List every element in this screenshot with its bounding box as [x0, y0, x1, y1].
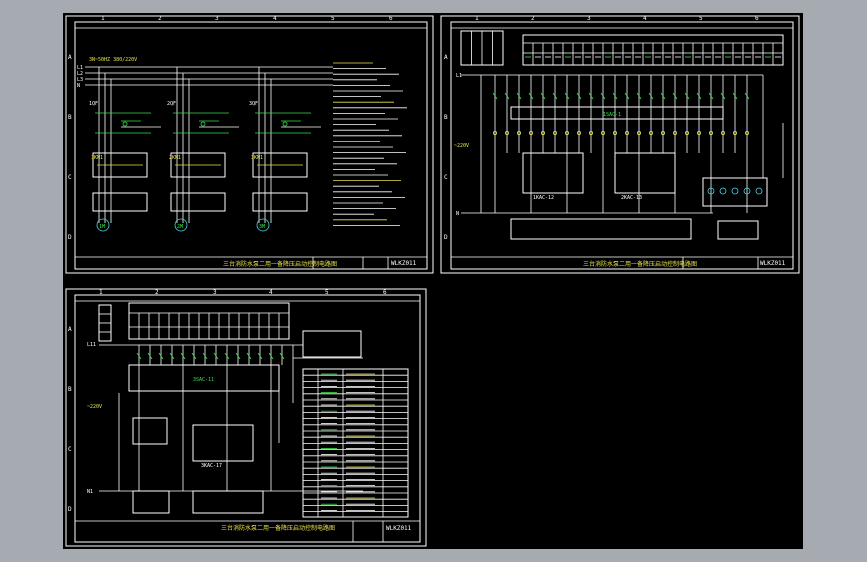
svg-text:6: 6 — [389, 15, 393, 22]
sheet-1-column-numbers: 1 2 3 4 5 6 — [101, 15, 393, 22]
sheet-2-header-table — [460, 30, 784, 66]
svg-text:3: 3 — [215, 15, 219, 22]
sheet-3-left-labels: L11 ~220V N1 — [87, 342, 102, 495]
sheet-3-title: 三台消防水泵二用一备降压启动控制电路图 — [221, 524, 335, 532]
sheet-2-title: 三台消防水泵二用一备降压启动控制电路图 — [583, 260, 697, 268]
sheet-1-title-block: 三台消防水泵二用一备降压启动控制电路图 WLKZ011 — [75, 256, 427, 269]
sheet-2-module-label-2: 2KAC-13 — [621, 195, 642, 201]
cad-viewport[interactable]: 1 2 3 4 5 6 A B C D 3N~50HZ 380/220V L1 … — [63, 13, 803, 549]
sheet-2: 1 2 3 4 5 6 A B C D L1 ~220V N 1SAC-1 1K… — [440, 15, 800, 274]
phase-labels: L1 L2 L3 N — [77, 65, 83, 89]
sheet-2-left-labels: L1 ~220V N — [454, 73, 469, 217]
svg-text:L1: L1 — [77, 65, 83, 71]
svg-text:3: 3 — [213, 289, 217, 296]
sheet-3-module-label: 3KAC-17 — [201, 463, 222, 469]
svg-text:A: A — [68, 54, 72, 61]
motor-label: 1M — [99, 224, 105, 230]
sheet-3-code: WLKZ011 — [386, 525, 412, 532]
sheet-2-bus-label: 1SAC-1 — [603, 112, 621, 118]
component-list — [333, 62, 407, 226]
svg-text:5: 5 — [699, 15, 703, 22]
drawing-canvas: 1 2 3 4 5 6 A B C D 3N~50HZ 380/220V L1 … — [65, 15, 800, 547]
sheet-1: 1 2 3 4 5 6 A B C D 3N~50HZ 380/220V L1 … — [65, 15, 434, 274]
svg-text:1: 1 — [101, 15, 105, 22]
svg-text:L2: L2 — [77, 71, 83, 77]
supply-label: 3N~50HZ 380/220V — [89, 57, 137, 63]
svg-text:D: D — [68, 234, 72, 241]
motor-branch-2: 2M 2QF 2KM1 — [167, 67, 239, 232]
km-label: 3KM1 — [251, 155, 263, 161]
sheet-2-title-block: 三台消防水泵二用一备降压启动控制电路图 WLKZ011 — [451, 256, 793, 269]
km-label: 1KM1 — [91, 155, 103, 161]
svg-text:L3: L3 — [77, 77, 83, 83]
sheet-3-header-table — [98, 302, 290, 342]
svg-text:N1: N1 — [87, 489, 93, 495]
svg-text:2: 2 — [158, 15, 162, 22]
svg-text:2: 2 — [155, 289, 159, 296]
svg-text:~220V: ~220V — [87, 404, 102, 410]
sheet-1-code: WLKZ011 — [391, 260, 417, 267]
svg-text:4: 4 — [273, 15, 277, 22]
motor-label: 2M — [177, 224, 183, 230]
svg-text:C: C — [68, 446, 72, 453]
svg-text:~220V: ~220V — [454, 143, 469, 149]
svg-text:1: 1 — [475, 15, 479, 22]
svg-text:3: 3 — [587, 15, 591, 22]
motor-label: 3M — [259, 224, 265, 230]
qf-label: 1QF — [89, 101, 98, 107]
svg-text:B: B — [68, 386, 72, 393]
svg-text:D: D — [68, 506, 72, 513]
sheet-3-terminal-table — [302, 368, 409, 518]
svg-text:C: C — [444, 174, 448, 181]
km-label: 2KM1 — [169, 155, 181, 161]
svg-text:5: 5 — [325, 289, 329, 296]
svg-text:L1: L1 — [456, 73, 462, 79]
sheet-2-circuit-columns — [492, 75, 784, 213]
sheet-3-bus-label: 3SAC-11 — [193, 377, 214, 383]
sheet-1-row-letters: A B C D — [68, 54, 72, 241]
svg-text:A: A — [444, 54, 448, 61]
svg-text:B: B — [68, 114, 72, 121]
sheet-3-column-numbers: 1 2 3 4 5 6 — [99, 289, 387, 296]
sheet-3-title-block: 三台消防水泵二用一备降压启动控制电路图 WLKZ011 — [75, 520, 420, 542]
svg-text:D: D — [444, 234, 448, 241]
svg-text:6: 6 — [755, 15, 759, 22]
qf-label: 3QF — [249, 101, 258, 107]
sheet-3-row-letters: A B C D — [68, 326, 72, 513]
svg-text:A: A — [68, 326, 72, 333]
sheet-2-column-numbers: 1 2 3 4 5 6 — [475, 15, 759, 22]
svg-text:B: B — [444, 114, 448, 121]
sheet-2-code: WLKZ011 — [760, 260, 786, 267]
svg-text:N: N — [77, 83, 80, 89]
sheet-2-module-label: 1KAC-12 — [533, 195, 554, 201]
svg-text:4: 4 — [269, 289, 273, 296]
svg-text:2: 2 — [531, 15, 535, 22]
svg-text:5: 5 — [331, 15, 335, 22]
motor-branch-3: 3M 3QF 3KM1 — [249, 67, 321, 232]
sheet-2-row-letters: A B C D — [444, 54, 448, 241]
svg-text:L11: L11 — [87, 342, 96, 348]
svg-text:4: 4 — [643, 15, 647, 22]
qf-label: 2QF — [167, 101, 176, 107]
sheet-1-title: 三台消防水泵二用一备降压启动控制电路图 — [223, 260, 337, 268]
sheet-3: 1 2 3 4 5 6 A B C D L11 ~220V N1 3SAC-11… — [65, 288, 427, 547]
motor-branches: 1M 1QF 1KM1 2M 2QF 2KM1 3M 3QF 3KM1 — [89, 67, 321, 232]
motor-branch-1: 1M 1QF 1KM1 — [89, 67, 161, 232]
svg-text:1: 1 — [99, 289, 103, 296]
svg-text:N: N — [456, 211, 459, 217]
svg-text:6: 6 — [383, 289, 387, 296]
svg-text:C: C — [68, 174, 72, 181]
